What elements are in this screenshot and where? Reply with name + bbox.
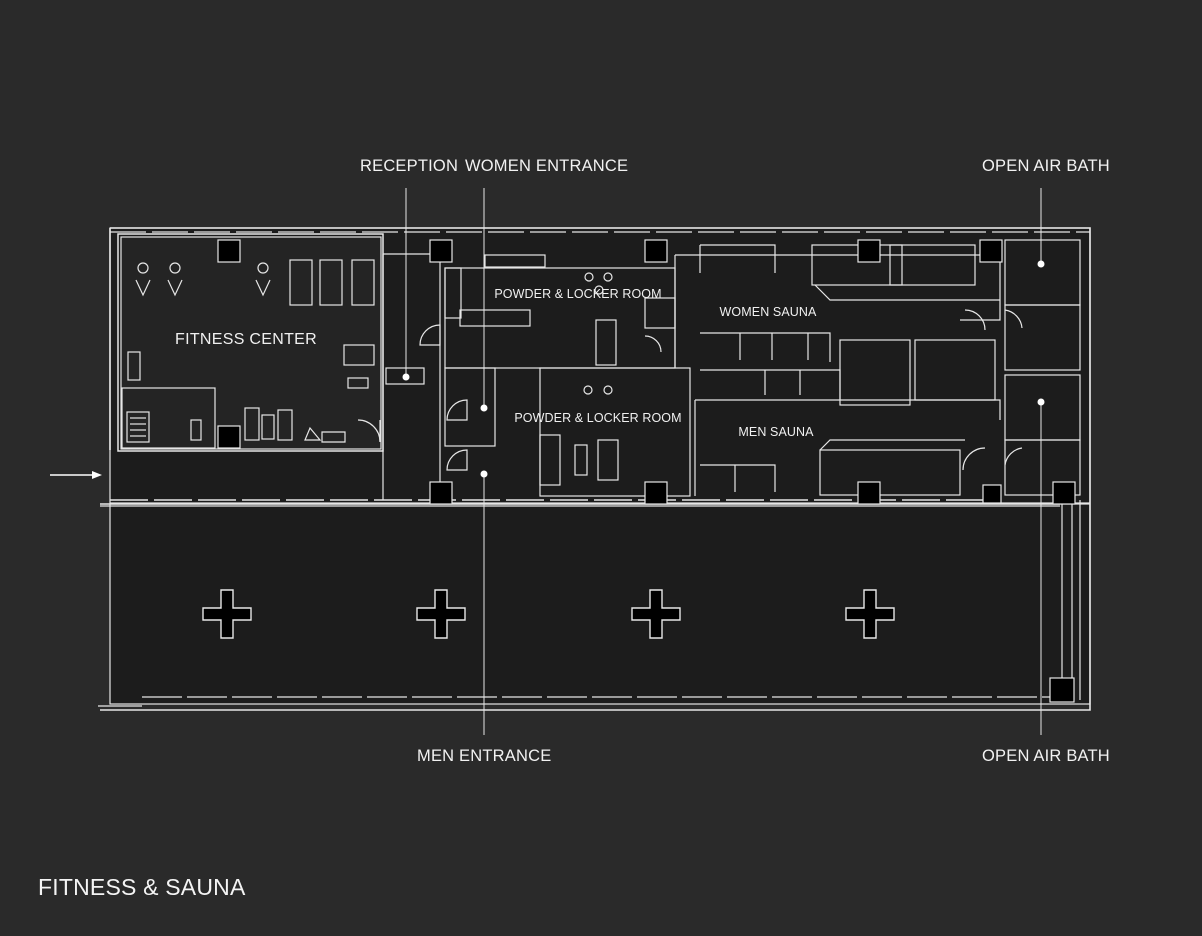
fitness-floor [120, 236, 382, 450]
reception-desk [385, 367, 425, 385]
parking-deck [109, 503, 1091, 705]
outer-wall [100, 227, 1091, 711]
column-cross [845, 589, 895, 639]
column-cross [416, 589, 466, 639]
callout-women-entrance: WOMEN ENTRANCE [465, 157, 629, 175]
page-title: FITNESS & SAUNA [38, 874, 246, 900]
room-men-sauna: MEN SAUNA [738, 425, 814, 439]
room-men-locker: POWDER & LOCKER ROOM [514, 411, 682, 425]
callout-reception: RECEPTION [360, 157, 459, 175]
callout-open-air-bath-top: OPEN AIR BATH [982, 157, 1110, 175]
room-fitness-center: FITNESS CENTER [175, 331, 317, 348]
room-women-locker: POWDER & LOCKER ROOM [494, 287, 662, 301]
column-cross [202, 589, 252, 639]
room-women-sauna: WOMEN SAUNA [719, 305, 817, 319]
callout-men-entrance: MEN ENTRANCE [417, 747, 552, 765]
entrance-arrow-icon [50, 471, 102, 479]
column-cross [631, 589, 681, 639]
callout-open-air-bath-bottom: OPEN AIR BATH [982, 747, 1110, 765]
